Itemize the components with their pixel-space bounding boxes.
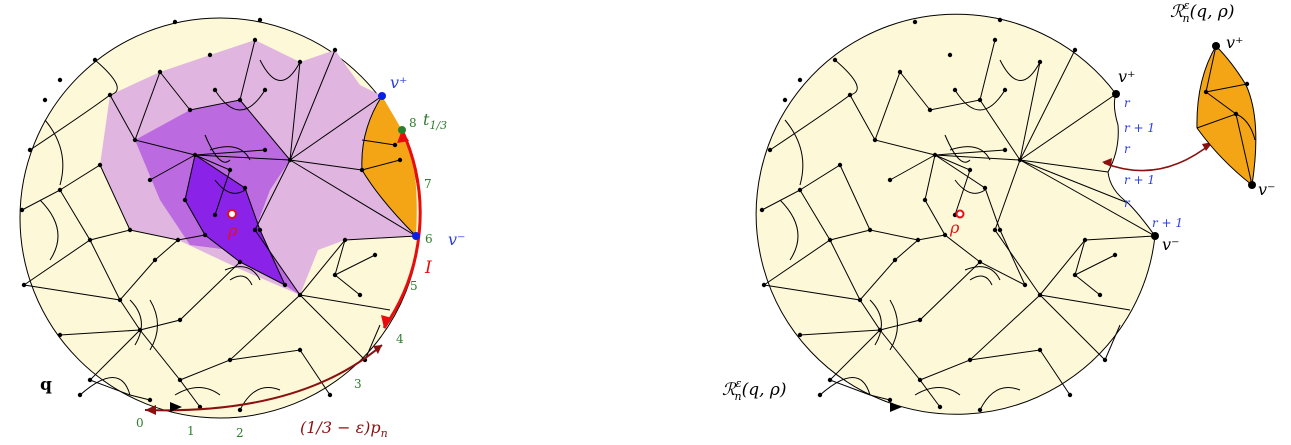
left-v-minus-label: v⁻ — [448, 230, 465, 249]
left-perimeter-label-sub: n — [381, 427, 388, 440]
left-boundary-indices: 0 1 2 3 4 5 6 7 8 — [136, 116, 433, 440]
right-boundary-root-arrow — [890, 402, 902, 412]
left-v-plus-label: v⁺ — [390, 73, 407, 92]
right-root-label: ρ — [949, 218, 960, 237]
right-map-label-main: ℛ — [722, 380, 737, 400]
right-v-plus-vertex — [1112, 90, 1120, 98]
piece-v-plus-label: v⁺ — [1226, 33, 1243, 52]
right-map-label-args: (q, ρ) — [742, 380, 787, 400]
left-interval-arc — [382, 129, 422, 329]
left-perimeter-label-main: (1/3 − ε)p — [300, 418, 381, 437]
right-panel: v⁺ v⁻ ρ r r + 1 r r + 1 r r + 1 ℛεn(q, ρ… — [722, 0, 1275, 415]
boundary-index-5: 5 — [410, 279, 418, 293]
boundary-index-0: 0 — [136, 416, 144, 430]
detached-piece-vertices — [1203, 81, 1250, 117]
left-perimeter-arrowhead-end — [145, 405, 156, 415]
distance-label-2: r — [1124, 142, 1131, 156]
left-t-label-main: t — [423, 110, 430, 129]
left-map-label: q — [40, 375, 52, 395]
left-inner-vertices — [57, 87, 403, 383]
left-v-minus-vertex — [412, 232, 420, 240]
piece-title-args: (q, ρ) — [1190, 2, 1235, 22]
right-edges — [761, 39, 1156, 411]
right-map-label-super: ε — [736, 377, 742, 390]
left-interval-label: I — [424, 258, 432, 278]
distance-label-3: r + 1 — [1124, 173, 1155, 187]
left-interval-arrowhead-top — [397, 130, 409, 143]
left-v-plus-vertex — [378, 92, 386, 100]
left-hull-inner — [185, 155, 285, 285]
left-boundary-root-arrow — [170, 402, 182, 412]
right-slice-arrowhead-left — [1102, 158, 1112, 167]
piece-v-minus-label: v⁻ — [1258, 180, 1275, 199]
left-perimeter-label: (1/3 − ε)pn — [300, 418, 388, 440]
distance-label-0: r — [1124, 96, 1131, 110]
piece-title-sub: n — [1182, 12, 1189, 25]
boundary-index-4: 4 — [396, 332, 404, 346]
boundary-index-8: 8 — [409, 116, 417, 130]
right-root-vertex — [955, 209, 965, 219]
left-panel: v⁺ v⁻ t1/3 ρ I q (1/3 − ε)pn 0 1 2 3 4 5… — [19, 17, 465, 440]
piece-title-main: ℛ — [1170, 2, 1185, 22]
boundary-index-6: 6 — [425, 232, 433, 246]
distance-label-5: r + 1 — [1152, 216, 1183, 230]
boundary-index-2: 2 — [236, 426, 244, 440]
boundary-index-3: 3 — [354, 377, 362, 391]
left-interval-arrowhead-bottom — [381, 315, 392, 328]
left-t-vertex — [398, 126, 406, 134]
left-root-label: ρ — [227, 221, 238, 240]
left-slice — [361, 96, 417, 236]
left-boundary-vertices — [19, 17, 338, 413]
right-boundary-vertices — [759, 17, 1078, 413]
right-v-plus-label: v⁺ — [1118, 67, 1135, 86]
right-v-minus-label: v⁻ — [1162, 235, 1179, 254]
left-perimeter-arrowhead-start — [373, 345, 382, 354]
right-distance-labels: r r + 1 r r + 1 r r + 1 — [1124, 96, 1183, 230]
right-v-minus-vertex — [1151, 232, 1159, 240]
piece-title-super: ε — [1184, 0, 1190, 12]
left-t-label: t1/3 — [423, 110, 447, 132]
right-inner-vertices — [797, 87, 1118, 383]
distance-label-1: r + 1 — [1124, 121, 1155, 135]
distance-label-4: r — [1124, 196, 1131, 210]
left-t-label-sub: 1/3 — [429, 119, 447, 132]
piece-v-plus-vertex — [1212, 42, 1220, 50]
boundary-index-7: 7 — [424, 177, 432, 191]
right-slice-arrow — [1103, 142, 1213, 172]
left-perimeter-arrow — [144, 344, 383, 412]
right-map-label-sub: n — [734, 390, 741, 403]
boundary-index-1: 1 — [187, 424, 195, 438]
piece-v-minus-vertex — [1248, 181, 1256, 189]
left-root-vertex — [227, 209, 237, 219]
